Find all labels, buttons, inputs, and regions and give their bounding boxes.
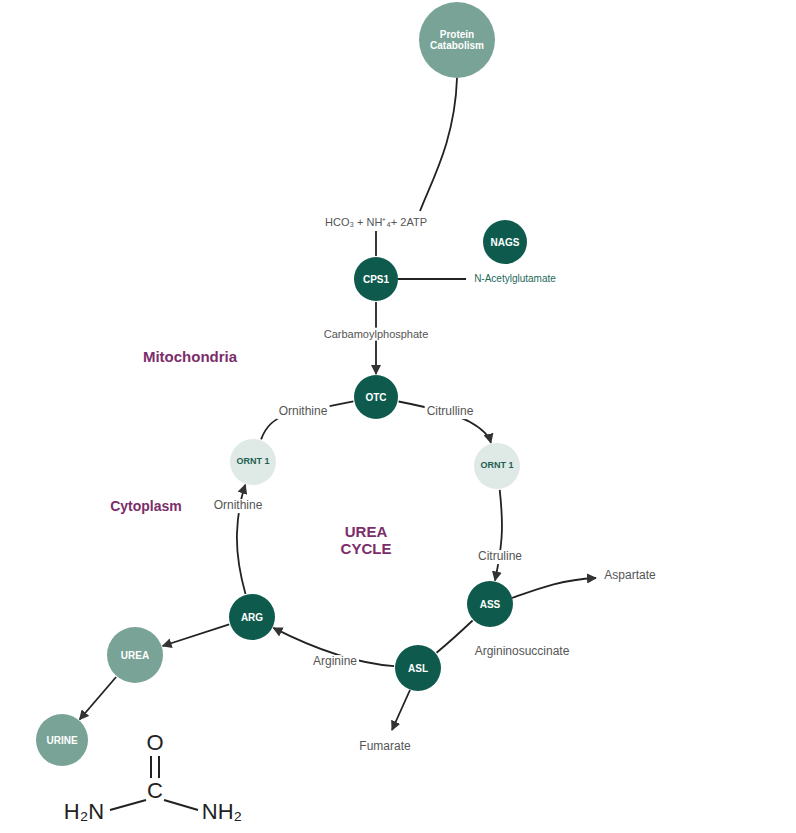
- enzyme-circle: ARG: [229, 594, 275, 640]
- output-circle: URINE: [36, 714, 88, 766]
- circle-label: ORNT 1: [480, 461, 513, 471]
- connector: [80, 677, 117, 720]
- connector: [261, 401, 353, 439]
- circle-label: ARG: [241, 612, 263, 623]
- arrow-line: [392, 690, 410, 730]
- formula-atom: NH₂: [202, 799, 242, 824]
- edge-label: Citrulline: [425, 405, 476, 419]
- connector: [163, 624, 230, 646]
- connector: [399, 402, 491, 443]
- product-circle: UREA: [107, 627, 163, 683]
- edge-label: Citruline: [476, 550, 524, 564]
- edge-label: Ornithine: [212, 499, 265, 513]
- circle-label: URINE: [46, 735, 77, 746]
- enzyme-circle: ASS: [467, 581, 513, 627]
- metabolite-label: N-Acetylglutamate: [474, 273, 556, 285]
- enzyme-circle: CPS1: [354, 257, 398, 301]
- leader-line: [398, 278, 466, 280]
- enzyme-circle: ASL: [395, 645, 441, 691]
- enzyme-circle: NAGS: [483, 220, 527, 264]
- circle-label: Protein Catabolism: [423, 29, 491, 51]
- source-circle: Protein Catabolism: [419, 2, 495, 78]
- formula-atom: H₂N: [64, 799, 104, 824]
- mitochondrion-outline: [40, 100, 792, 478]
- circle-label: ASL: [408, 663, 428, 674]
- metabolite-label: UREA CYCLE: [331, 523, 401, 558]
- arrow-line: [512, 578, 596, 598]
- enzyme-circle: OTC: [354, 375, 398, 419]
- edge-label: Ornithine: [277, 405, 330, 419]
- region-label: Mitochondria: [143, 348, 237, 365]
- circle-label: ASS: [480, 599, 501, 610]
- edge-label: Arginine: [311, 655, 359, 669]
- metabolite-label: Argininosuccinate: [475, 645, 570, 659]
- circle-label: OTC: [365, 392, 386, 403]
- connector: [437, 621, 473, 653]
- circle-label: ORNT 1: [236, 457, 269, 467]
- metabolite-label: Aspartate: [604, 569, 655, 583]
- formula-atom: O: [146, 730, 163, 755]
- transporter-circle: ORNT 1: [230, 439, 276, 485]
- metabolite-label: Cytoplasm: [110, 498, 182, 514]
- circle-label: UREA: [121, 650, 149, 661]
- mitochondrion: Mitochondria NAGS CPS1OTC: [40, 100, 792, 478]
- leader-line: [375, 231, 377, 256]
- urea-bonds: [110, 756, 198, 810]
- metabolite-label: HCO₃ + NH⁺₄+ 2ATP: [325, 216, 427, 229]
- transporter-circle: ORNT 1: [474, 443, 520, 489]
- leader-line: [420, 78, 457, 211]
- metabolite-label: Fumarate: [359, 740, 410, 754]
- circle-label: NAGS: [491, 237, 520, 248]
- circle-label: CPS1: [363, 274, 389, 285]
- edge-label: Carbamoylphosphate: [322, 328, 431, 341]
- formula-atom: C: [147, 778, 163, 803]
- connector: [495, 490, 502, 581]
